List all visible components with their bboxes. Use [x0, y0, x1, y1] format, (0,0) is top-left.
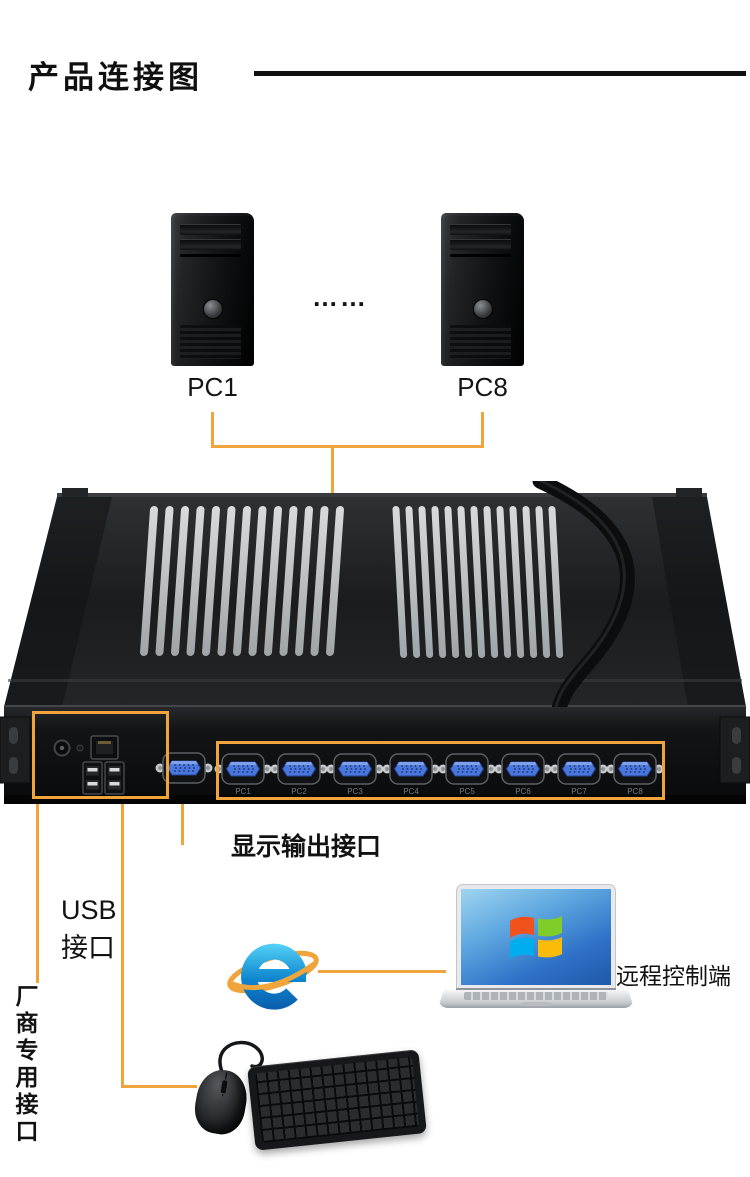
optical-drive-bay — [180, 224, 241, 235]
usb-label-line2: 接口 — [61, 933, 115, 963]
vga-port-label: PC2 — [291, 787, 307, 796]
vent-grille-left — [140, 506, 344, 656]
pc-brand-logo — [472, 299, 493, 319]
usb-label-line1: USB — [61, 895, 117, 925]
connector-to-device-vertical — [331, 445, 334, 507]
mouse — [190, 1066, 252, 1138]
vga-port-label: PC7 — [571, 787, 587, 796]
pc-left-label: PC1 — [187, 372, 238, 402]
rack-ear-right — [719, 716, 750, 784]
usb-label: USB 接口 — [61, 891, 117, 967]
card-reader-slot — [180, 254, 241, 257]
vga-port-label: PC5 — [459, 787, 475, 796]
ellipsis-dots: …… — [312, 282, 368, 312]
laptop-display — [461, 889, 611, 985]
card-reader-slot — [450, 254, 511, 257]
vga-port-label: PC4 — [403, 787, 419, 796]
callout-box-vga-ports — [216, 741, 665, 800]
page-title: 产品连接图 — [28, 60, 203, 95]
vga-port-label: PC6 — [515, 787, 531, 796]
connector-pc8-vertical — [481, 412, 484, 448]
ethernet-port — [90, 735, 119, 760]
remote-terminal-label: 远程控制端 — [616, 963, 731, 989]
front-vent-grille — [450, 325, 511, 359]
vent-grille-right — [392, 506, 564, 658]
drive-bays — [450, 224, 511, 257]
kvm-switch-device: PC1 PC2 PC3 PC4 PC5 PC6 PC7 PC8 — [0, 481, 750, 804]
keyboard-keys — [254, 1056, 420, 1144]
internet-explorer-icon — [227, 943, 319, 1010]
connector-usb-horizontal — [121, 1085, 197, 1088]
vga-port-label: PC3 — [347, 787, 363, 796]
pc-case — [171, 213, 254, 366]
laptop-base — [438, 990, 634, 1008]
rack-ear-left — [0, 716, 31, 784]
vendor-port-label: 厂商专用接口 — [12, 984, 38, 1146]
callout-box-control-ports — [32, 711, 169, 799]
connector-ie-laptop-horizontal — [318, 970, 446, 973]
connector-pc-horizontal — [211, 445, 484, 448]
laptop-hinge — [456, 988, 616, 991]
power-jack — [53, 739, 84, 757]
connector-usb-vertical — [121, 799, 124, 1088]
laptop — [438, 884, 634, 1025]
mouse-body — [190, 1066, 252, 1138]
pc-tower-right — [441, 213, 524, 366]
optical-drive-bay — [450, 224, 511, 235]
connector-vendor-vertical — [36, 799, 39, 983]
title-divider — [254, 71, 746, 76]
laptop-screen — [456, 884, 616, 990]
laptop-touchpad — [522, 1002, 550, 1006]
pc-tower-left — [171, 213, 254, 366]
optical-drive-bay — [450, 239, 511, 250]
vga-port-row: PC1 PC2 PC3 PC4 PC5 PC6 PC7 PC8 — [213, 753, 665, 796]
vga-port-label: PC8 — [627, 787, 643, 796]
pc-brand-logo — [202, 299, 223, 319]
windows-logo-icon — [510, 916, 562, 959]
connector-vga-label-vertical — [181, 799, 184, 845]
optical-drive-bay — [180, 239, 241, 250]
connector-pc1-vertical — [211, 412, 214, 448]
pc-case — [441, 213, 524, 366]
pc-right-label: PC8 — [457, 372, 508, 402]
drive-bays — [180, 224, 241, 257]
vga-port-label: PC1 — [235, 787, 251, 796]
display-output-label: 显示输出接口 — [231, 833, 382, 861]
front-vent-grille — [180, 325, 241, 359]
device-cable — [532, 481, 635, 721]
device-top-cover — [4, 488, 746, 708]
keyboard — [247, 1049, 427, 1151]
laptop-keyboard — [464, 992, 608, 1000]
